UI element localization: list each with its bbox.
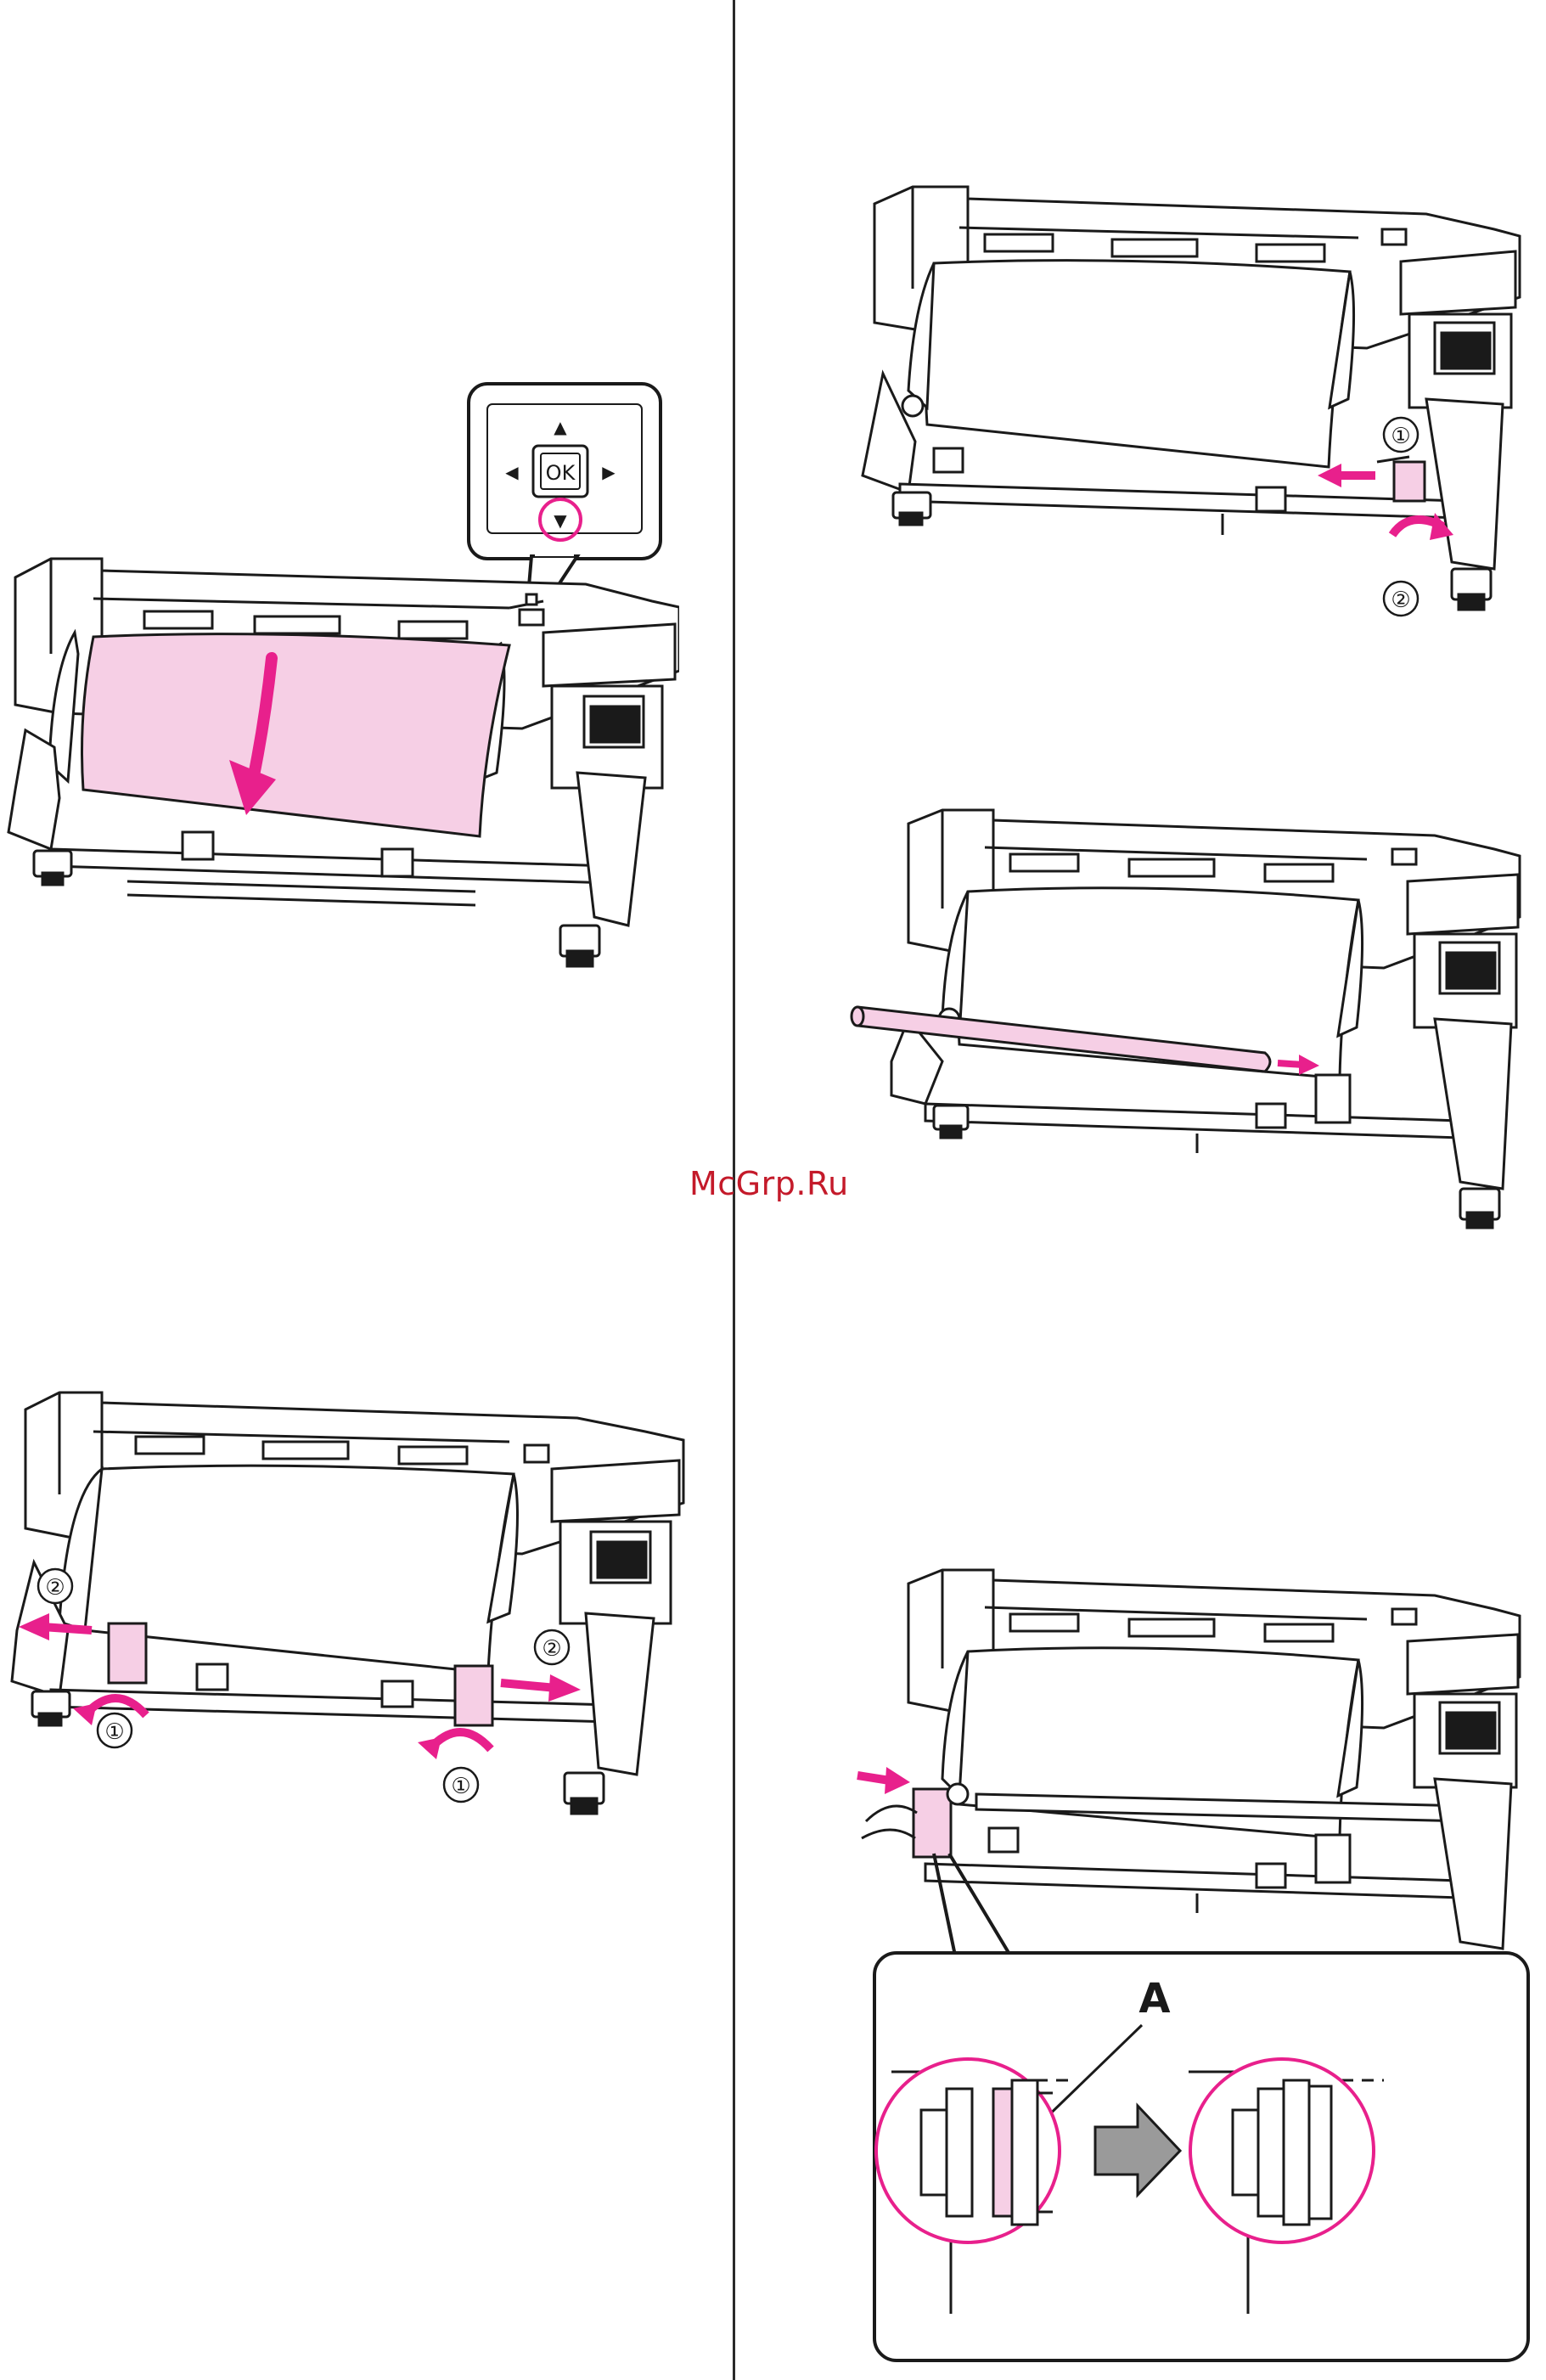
step-label-2: ② bbox=[1391, 588, 1410, 613]
figure-push-holder-detail: A bbox=[840, 1567, 1537, 2373]
detail-inset: A bbox=[874, 1953, 1528, 2360]
arrow-right-icon bbox=[548, 1674, 581, 1702]
hand-icon bbox=[862, 1806, 917, 1838]
figure-feed-media-down: OK ▲ ◀ ▶ ▼ bbox=[0, 374, 679, 993]
left-arrow-icon: ◀ bbox=[505, 462, 519, 482]
printer-illustration bbox=[12, 1393, 683, 1814]
figure-attach-core-holder: ① ② bbox=[849, 170, 1528, 628]
figure-release-holders: ② ① ② ① bbox=[0, 1376, 696, 1834]
right-step-label-1: ① bbox=[451, 1774, 470, 1799]
printer-illustration bbox=[908, 1570, 1520, 1949]
rotate-arrow-icon bbox=[418, 1737, 441, 1759]
right-arrow-icon: ▶ bbox=[602, 462, 616, 482]
figure-insert-roll-core bbox=[840, 807, 1528, 1231]
arrow-right-icon bbox=[885, 1767, 910, 1794]
step-label-1: ① bbox=[1391, 424, 1410, 449]
printer-illustration bbox=[891, 810, 1520, 1228]
left-step-label-1: ① bbox=[104, 1719, 124, 1745]
ok-button-label: OK bbox=[546, 461, 576, 485]
callout-label-a: A bbox=[1138, 1975, 1170, 2023]
up-arrow-icon: ▲ bbox=[554, 417, 567, 437]
left-step-label-2: ② bbox=[45, 1575, 65, 1601]
down-arrow-icon: ▼ bbox=[554, 510, 567, 531]
media-sheet bbox=[82, 634, 510, 836]
watermark: McGrp.Ru bbox=[689, 1165, 849, 1202]
right-step-label-2: ② bbox=[542, 1636, 561, 1662]
printer-illustration bbox=[863, 187, 1520, 610]
